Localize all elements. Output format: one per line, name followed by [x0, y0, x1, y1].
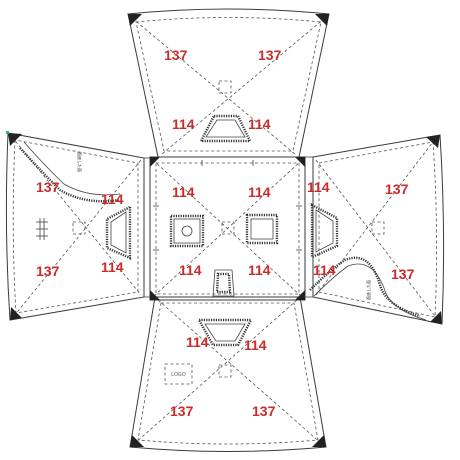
right-window-inner [315, 209, 334, 253]
center-vent [169, 214, 205, 248]
dim-right-lower: 137 [391, 266, 415, 282]
logo-label: LOGO [171, 372, 186, 378]
dim-left-inner: 114 [101, 191, 124, 207]
right-window [310, 203, 339, 259]
dim-bottom-right: 137 [252, 403, 276, 419]
center-panel-seam [155, 162, 300, 295]
left-panel-outline [5, 132, 145, 321]
right-panel-seam [318, 141, 437, 318]
bottom-panel-seam [137, 302, 319, 445]
top-window-inner [205, 119, 246, 138]
top-panel-outline [127, 8, 330, 158]
top-panel-seam [135, 17, 322, 152]
left-ladder-mark [36, 218, 48, 240]
logo-box [164, 363, 193, 385]
bottom-panel-outline [129, 296, 327, 452]
dim-bottom-left: 137 [170, 403, 194, 419]
bottom-window-inner [204, 323, 246, 342]
dim-center-top-left: 114 [172, 184, 195, 200]
dim-left-inner-lower: 114 [101, 259, 124, 275]
dim-top-mid-right: 114 [248, 116, 271, 132]
dim-center-bottom-right: 114 [248, 262, 271, 278]
dim-left-upper: 137 [36, 179, 60, 195]
corner-tabs [8, 14, 442, 447]
dimension-labels: 137 137 114 114 137 114 137 114 114 114 … [36, 47, 415, 419]
left-zipper-curve [19, 147, 121, 203]
center-panel-outline [149, 156, 306, 301]
dim-top-left: 137 [164, 47, 188, 63]
dim-bottom-mid-right: 114 [244, 337, 267, 353]
dim-center-bottom-left: 114 [179, 262, 202, 278]
left-window-inner [110, 211, 127, 254]
center-door [212, 269, 235, 297]
diagonal-guides [11, 17, 439, 445]
edge-ticks [153, 160, 302, 251]
dim-right-inner-lower: 114 [313, 262, 336, 278]
right-panel-outline [312, 134, 445, 325]
right-panel-note: 面座した面 [365, 280, 371, 300]
dim-left-lower: 137 [36, 263, 60, 279]
center-window [245, 213, 279, 245]
left-panel-seam [12, 139, 139, 314]
cross-point-marks [72, 80, 385, 378]
corner-marker [6, 131, 9, 134]
dim-right-upper: 137 [385, 181, 409, 197]
dim-bottom-mid-left: 114 [186, 334, 209, 350]
left-panel-note: 面座した面 [77, 152, 83, 172]
dim-center-top-right: 114 [248, 184, 271, 200]
dim-right-inner-upper: 114 [307, 179, 330, 195]
left-window [105, 205, 132, 260]
bottom-window [196, 318, 253, 347]
dim-top-right: 137 [258, 47, 282, 63]
dim-top-mid-left: 114 [172, 116, 195, 132]
